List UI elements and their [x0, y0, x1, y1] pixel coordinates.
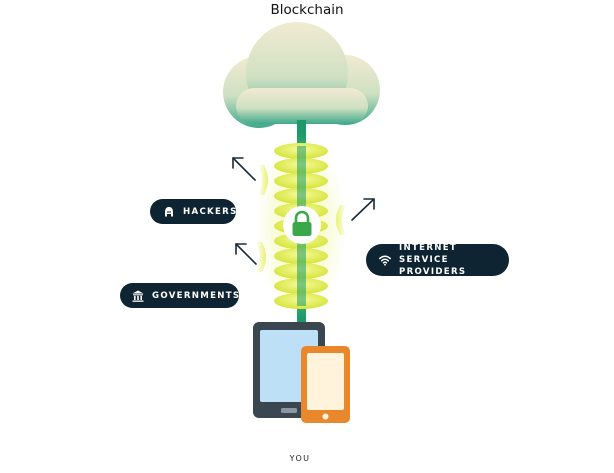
wifi-icon	[378, 253, 392, 267]
governments-deflect-arrow	[235, 243, 257, 265]
government-building-icon	[131, 289, 145, 303]
lock-icon	[283, 206, 321, 244]
governments-text: GOVERNMENTS	[152, 290, 241, 301]
you-label: YOU	[289, 454, 311, 463]
hackers-text: HACKERS	[183, 206, 238, 217]
isp-deflect-arrow	[351, 198, 375, 221]
hacker-icon	[162, 205, 176, 219]
cloud-icon	[223, 22, 380, 128]
deflection-waves	[256, 165, 346, 272]
isp-text-line2: PROVIDERS	[399, 267, 467, 277]
phone-icon	[301, 346, 350, 423]
isp-label: INTERNET SERVICE PROVIDERS	[366, 243, 509, 277]
diagram-title: Blockchain	[270, 2, 344, 18]
governments-label: GOVERNMENTS	[120, 283, 239, 308]
hackers-label: HACKERS	[150, 199, 236, 224]
hackers-deflect-arrow	[232, 157, 256, 181]
isp-text-line1: INTERNET SERVICE	[399, 243, 458, 265]
